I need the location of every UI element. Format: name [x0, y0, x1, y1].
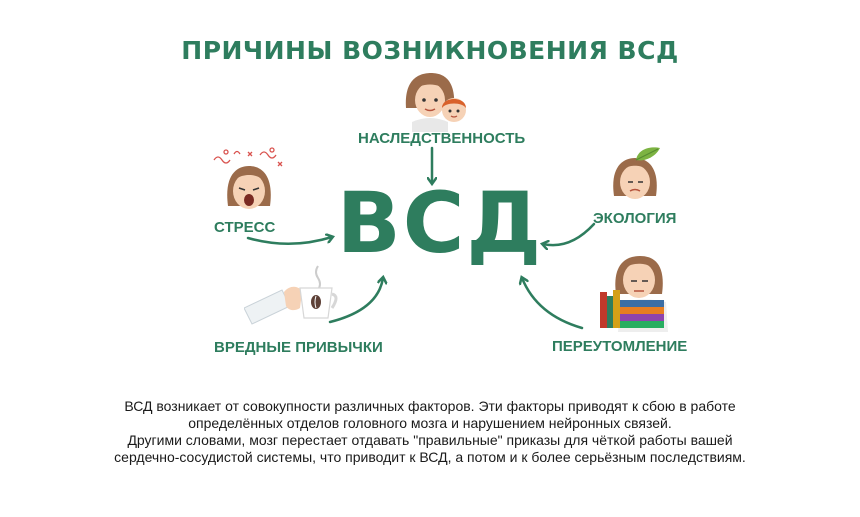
label-overwork: ПЕРЕУТОМЛЕНИЕ [552, 338, 688, 355]
stressed-woman-icon [213, 147, 283, 209]
coffee-hand-icon [244, 265, 338, 325]
description-line: ВСД возникает от совокупности различных … [124, 398, 736, 414]
arrow-ecology [543, 222, 596, 245]
tired-woman-books-icon [600, 256, 668, 332]
label-stress: СТРЕСС [214, 219, 276, 236]
arrow-overwork [522, 278, 584, 330]
description-line: определённых отделов головного мозга и н… [188, 415, 672, 431]
arrow-stress [246, 237, 332, 245]
label-ecology: ЭКОЛОГИЯ [593, 210, 677, 227]
label-heredity: НАСЛЕДСТВЕННОСТЬ [358, 130, 526, 147]
description-line: сердечно-сосудистой системы, что приводи… [114, 449, 746, 465]
description-text: ВСД возникает от совокупности различных … [60, 398, 800, 466]
label-habits: ВРЕДНЫЕ ПРИВЫЧКИ [214, 339, 383, 356]
mother-child-icon [405, 73, 466, 132]
page-title: ПРИЧИНЫ ВОЗНИКНОВЕНИЯ ВСД [181, 36, 679, 65]
woman-leaf-icon [613, 147, 660, 199]
arrow-habits [328, 278, 383, 324]
center-label: ВСД [336, 174, 544, 272]
description-line: Другими словами, мозг перестает отдавать… [127, 432, 733, 448]
